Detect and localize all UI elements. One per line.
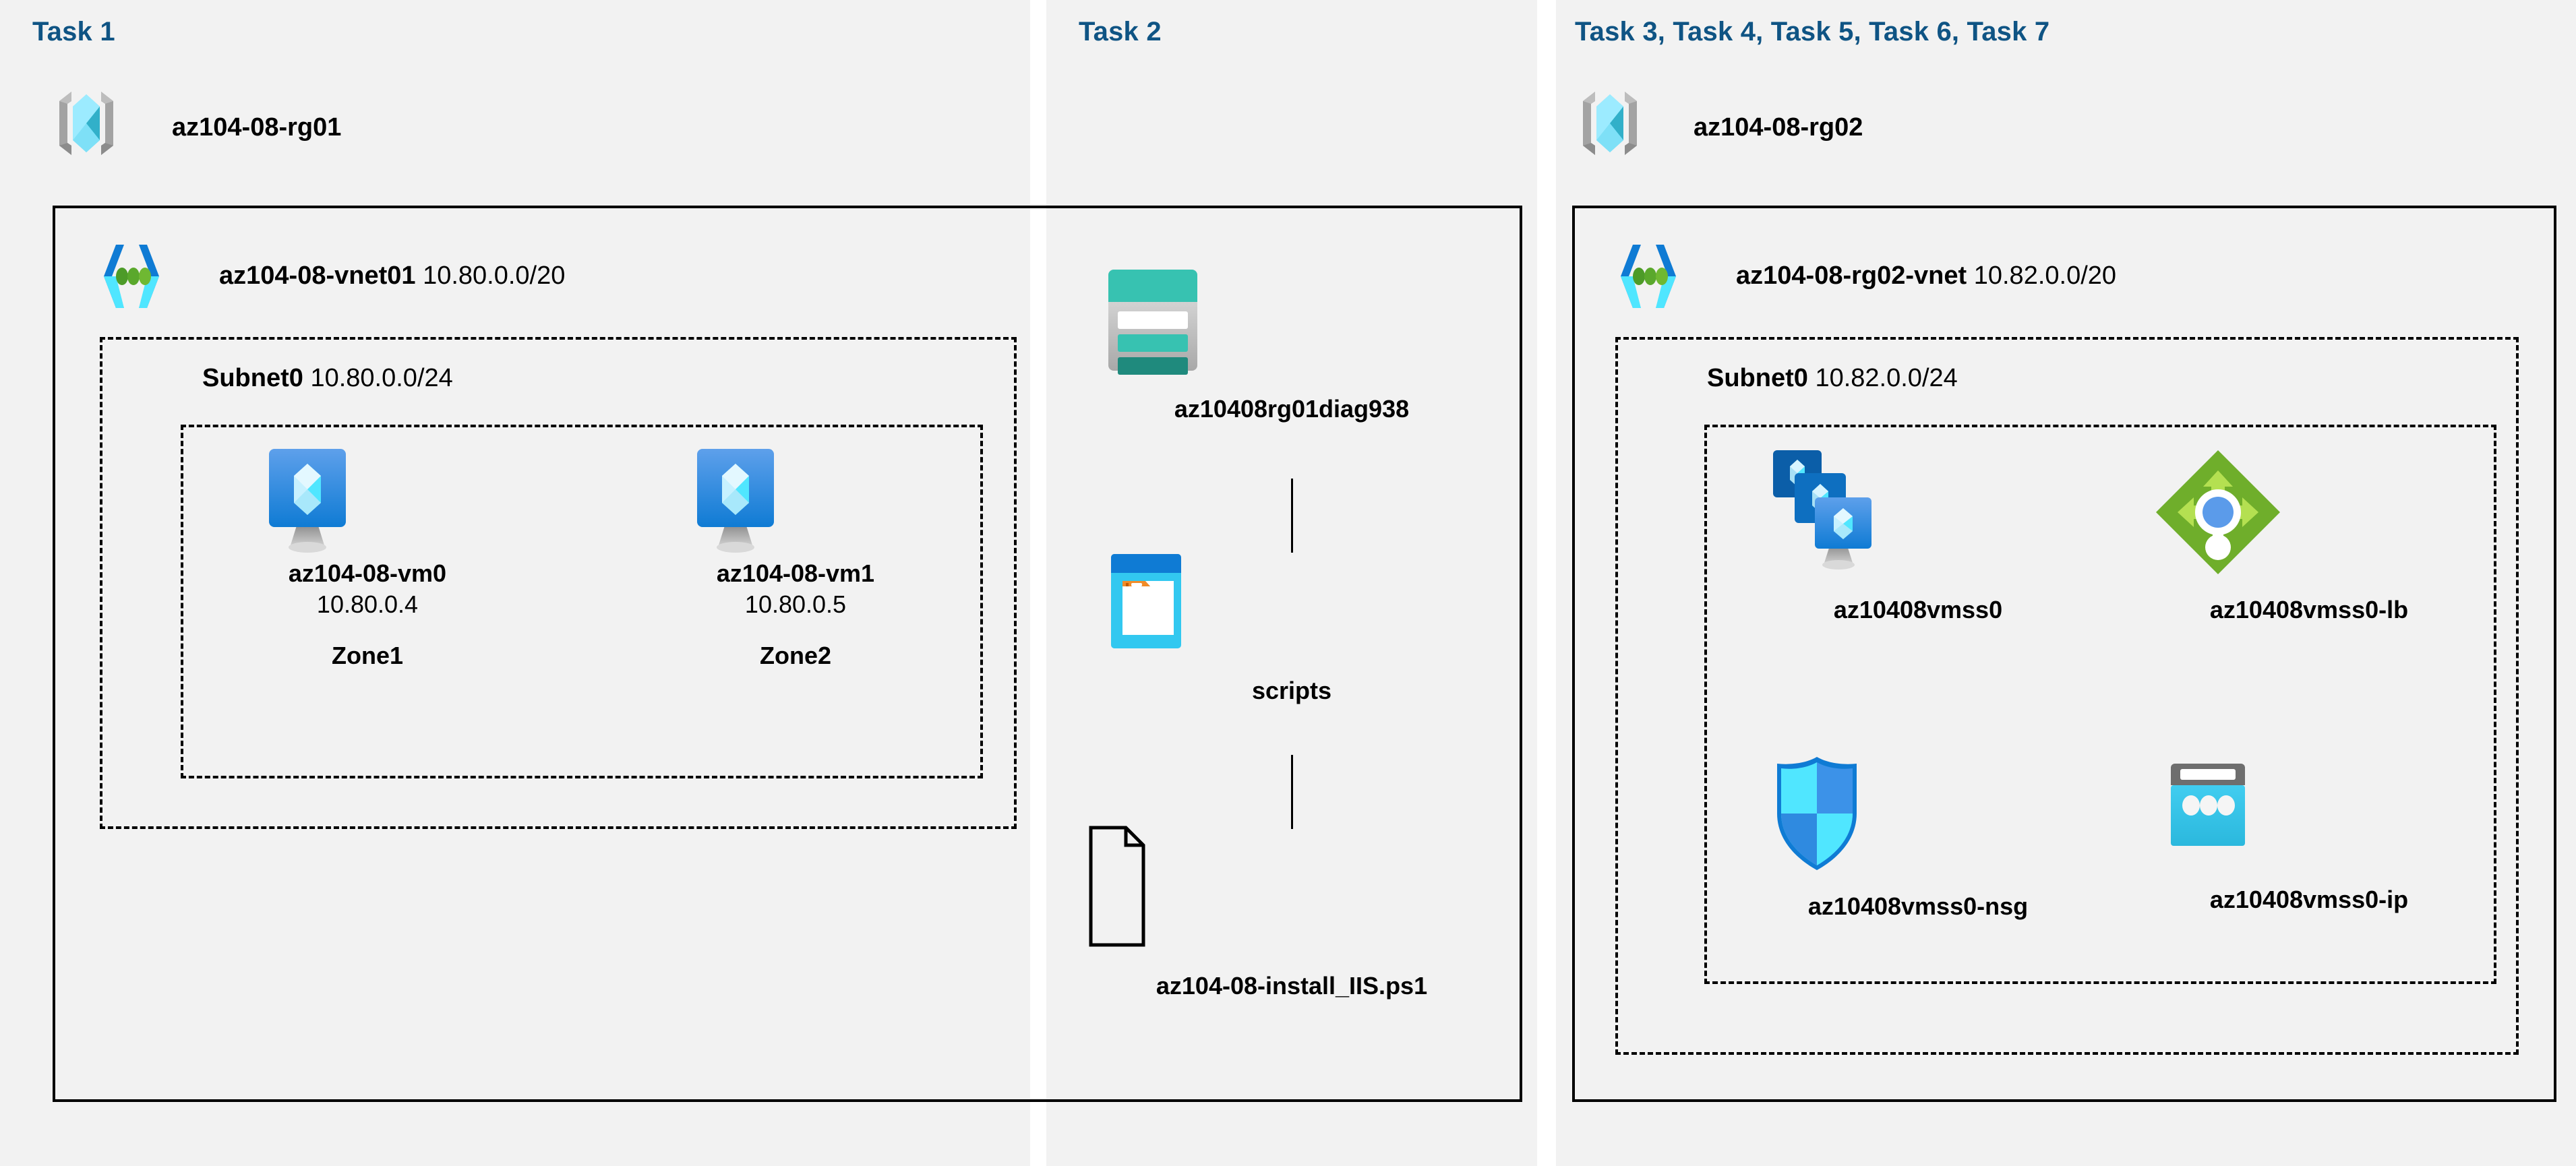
nsg-name: az10408vmss0-nsg bbox=[1807, 892, 2029, 920]
resource-group-rg01-label: az104-08-rg01 bbox=[172, 113, 342, 142]
rg02-vnet-name: az104-08-rg02-vnet bbox=[1736, 262, 1967, 290]
rg02-vnet-label: az104-08-rg02-vnet 10.82.0.0/20 bbox=[1736, 262, 2116, 290]
subnet0-rg02-label: Subnet0 10.82.0.0/24 bbox=[1707, 364, 1958, 393]
public-ip-name: az10408vmss0-ip bbox=[2209, 886, 2409, 913]
blob-container-name: scripts bbox=[1251, 677, 1332, 704]
subnet0-rg02-boundary bbox=[1615, 337, 2519, 1055]
vnet01-boundary bbox=[53, 206, 1522, 1102]
subnet0-rg01-name: Subnet0 bbox=[202, 364, 303, 392]
vnet01-label: az104-08-vnet01 10.80.0.0/20 bbox=[219, 262, 565, 290]
storage-account-icon bbox=[1085, 263, 1498, 377]
task2-title: Task 2 bbox=[1079, 17, 1162, 47]
virtual-network-icon bbox=[94, 239, 169, 313]
blob-container-icon bbox=[1085, 546, 1498, 661]
resource-group-rg01 bbox=[54, 88, 121, 159]
load-balancer-node: az10408vmss0-lb bbox=[2151, 445, 2467, 625]
file-icon bbox=[1065, 822, 1518, 950]
rg02-resources-boundary bbox=[1704, 425, 2496, 984]
network-security-group-icon bbox=[1760, 751, 2076, 876]
storage-account-name: az10408rg01diag938 bbox=[1174, 395, 1410, 423]
vm-zone-boundary bbox=[181, 425, 983, 778]
vm1-zone: Zone2 bbox=[759, 641, 831, 669]
task1-title: Task 1 bbox=[32, 17, 115, 47]
vm0-ip: 10.80.0.4 bbox=[316, 590, 419, 618]
vnet01-cidr: 10.80.0.0/20 bbox=[423, 262, 566, 290]
blob-container-node: scripts bbox=[1085, 546, 1498, 706]
subnet0-rg02-name: Subnet0 bbox=[1707, 364, 1808, 392]
task1-panel bbox=[0, 0, 1030, 1166]
vnet01-icon-wrap bbox=[94, 239, 169, 313]
public-ip-address-icon bbox=[2151, 758, 2467, 869]
vm0-zone: Zone1 bbox=[331, 641, 403, 669]
load-balancer-icon bbox=[2151, 445, 2467, 580]
script-file-node: az104-08-install_IIS.ps1 bbox=[1065, 822, 1518, 1001]
subnet0-rg01-boundary bbox=[100, 337, 1017, 829]
virtual-machine-icon bbox=[256, 445, 479, 558]
rg02-vnet-icon-wrap bbox=[1611, 239, 1685, 313]
subnet0-rg01-label: Subnet0 10.80.0.0/24 bbox=[202, 364, 453, 393]
connector-container-to-file bbox=[1291, 755, 1293, 829]
vnet01-name: az104-08-vnet01 bbox=[219, 262, 416, 290]
storage-account-node: az10408rg01diag938 bbox=[1085, 263, 1498, 424]
subnet0-rg01-cidr: 10.80.0.0/24 bbox=[310, 364, 453, 392]
virtual-network-icon bbox=[1611, 239, 1685, 313]
vm1-ip: 10.80.0.5 bbox=[744, 590, 847, 618]
vm-az104-08-vm1: az104-08-vm1 10.80.0.5 Zone2 bbox=[684, 445, 907, 670]
nsg-node: az10408vmss0-nsg bbox=[1760, 751, 2076, 921]
subnet0-rg02-cidr: 10.82.0.0/24 bbox=[1815, 364, 1958, 392]
vmss-name: az10408vmss0 bbox=[1833, 596, 2003, 623]
resource-group-rg02 bbox=[1578, 88, 1645, 159]
public-ip-node: az10408vmss0-ip bbox=[2151, 758, 2467, 915]
resource-group-icon bbox=[1578, 88, 1645, 159]
load-balancer-name: az10408vmss0-lb bbox=[2209, 596, 2409, 623]
task3to7-title: Task 3, Task 4, Task 5, Task 6, Task 7 bbox=[1575, 17, 2050, 47]
task3to7-panel bbox=[1556, 0, 2576, 1166]
connector-storage-to-container bbox=[1291, 479, 1293, 553]
rg02-vnet-cidr: 10.82.0.0/20 bbox=[1973, 262, 2117, 290]
vm1-name: az104-08-vm1 bbox=[716, 559, 875, 587]
resource-group-icon bbox=[54, 88, 121, 159]
vm-az104-08-vm0: az104-08-vm0 10.80.0.4 Zone1 bbox=[256, 445, 479, 670]
vm0-name: az104-08-vm0 bbox=[288, 559, 447, 587]
script-file-name: az104-08-install_IIS.ps1 bbox=[1156, 972, 1428, 1000]
vm-scale-set-icon bbox=[1760, 445, 2076, 580]
vmss-node: az10408vmss0 bbox=[1760, 445, 2076, 625]
virtual-machine-icon bbox=[684, 445, 907, 558]
resource-group-rg02-label: az104-08-rg02 bbox=[1694, 113, 1863, 142]
rg02-vnet-boundary bbox=[1572, 206, 2556, 1102]
